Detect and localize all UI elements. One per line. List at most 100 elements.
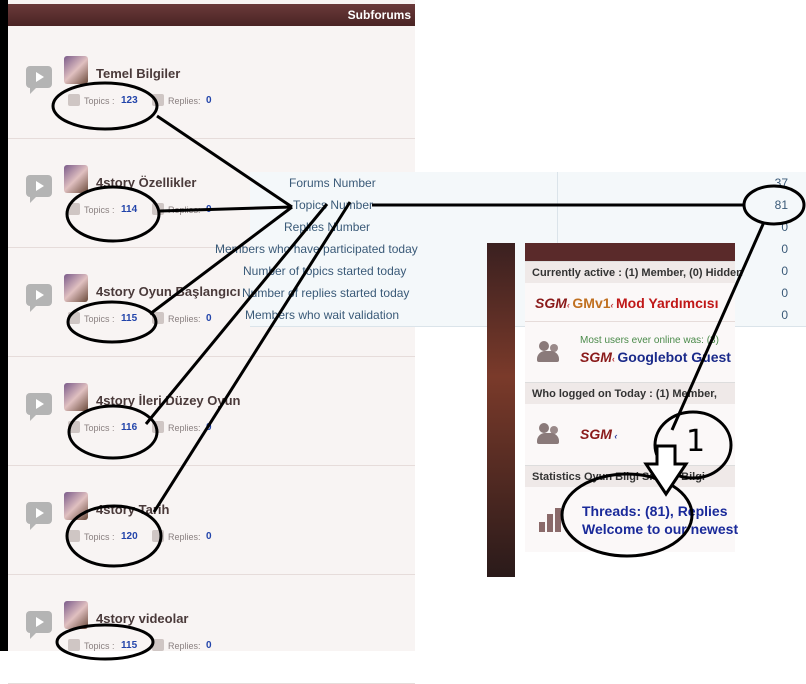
replies-label: Replies: — [168, 96, 201, 106]
who-is-online-panel: Currently active : (1) Member, (0) Hidde… — [525, 243, 743, 552]
topics-icon — [68, 530, 80, 542]
replies-count: 0 — [206, 531, 212, 542]
replies-icon — [152, 421, 164, 433]
column-divider — [557, 172, 558, 194]
replies-count: 0 — [206, 204, 212, 215]
users-icon — [537, 341, 561, 363]
replies-count: 0 — [206, 422, 212, 433]
replies-icon — [152, 312, 164, 324]
topics-count: 115 — [121, 313, 138, 324]
user-link[interactable]: SGM — [580, 426, 612, 442]
stats-label: Replies Number — [284, 220, 371, 234]
forum-row[interactable]: Temel Bilgiler Topics : 123 Replies: 0 — [8, 30, 415, 139]
welcome-newest-text: Welcome to our newest — [582, 521, 739, 537]
column-divider — [557, 194, 558, 216]
topics-label: Topics : — [84, 96, 115, 106]
topics-icon — [68, 94, 80, 106]
forum-status-icon — [26, 175, 52, 203]
user-link[interactable]: SGM — [580, 349, 612, 365]
forum-status-icon — [26, 284, 52, 312]
stats-value: 0 — [781, 264, 788, 278]
topics-count: 123 — [121, 95, 138, 106]
forum-status-icon — [26, 611, 52, 639]
stats-label: Topics Number — [293, 198, 374, 212]
most-users-text: Most users ever online was: (3) — [580, 335, 719, 346]
column-divider — [557, 216, 558, 238]
forum-avatar-icon — [64, 165, 88, 193]
forum-status-icon — [26, 393, 52, 421]
forum-title-link[interactable]: 4story Tarih — [96, 502, 170, 517]
subforums-header: Subforums — [8, 4, 415, 26]
forum-avatar-icon — [64, 601, 88, 629]
replies-label: Replies: — [168, 641, 201, 651]
forum-title-link[interactable]: Temel Bilgiler — [96, 66, 181, 81]
replies-count: 0 — [206, 640, 212, 651]
topics-label: Topics : — [84, 532, 115, 542]
divider — [525, 321, 735, 322]
stats-label: Members who have participated today — [215, 242, 418, 256]
stats-label: Number of topics started today — [243, 264, 407, 278]
users-icon — [537, 423, 561, 445]
stats-label: Members who wait validation — [245, 308, 400, 322]
window-left-border — [0, 0, 8, 651]
stats-row: Topics Number 81 — [250, 194, 806, 217]
stats-value: 81 — [774, 198, 788, 212]
forum-avatar-icon — [64, 492, 88, 520]
replies-count: 0 — [206, 95, 212, 106]
bot-link[interactable]: Googlebot Guest — [617, 349, 731, 365]
separator: ‹ — [611, 431, 618, 441]
threads-replies-text: Threads: (81), Replies — [582, 503, 728, 519]
replies-count: 0 — [206, 313, 212, 324]
stats-value: 37 — [774, 176, 788, 190]
replies-icon — [152, 94, 164, 106]
forum-avatar-icon — [64, 383, 88, 411]
replies-label: Replies: — [168, 314, 201, 324]
topics-label: Topics : — [84, 423, 115, 433]
forum-row[interactable]: 4story İleri Düzey Oyun Topics : 116 Rep… — [8, 357, 415, 466]
bots-line: SGM‹ Googlebot Guest — [580, 349, 731, 365]
forum-row[interactable]: 4story videolar Topics : 115 Replies: 0 — [8, 575, 415, 684]
forum-status-icon — [26, 502, 52, 530]
forum-avatar-icon — [64, 274, 88, 302]
statistics-icon — [539, 508, 565, 532]
topics-count: 114 — [121, 204, 138, 215]
forum-title-link[interactable]: 4story İleri Düzey Oyun — [96, 393, 241, 408]
separator: ‹ — [610, 300, 617, 310]
forum-row[interactable]: 4story Tarih Topics : 120 Replies: 0 — [8, 466, 415, 575]
topics-icon — [68, 312, 80, 324]
replies-icon — [152, 203, 164, 215]
logged-today-header: Who logged on Today : (1) Member, — [525, 382, 735, 404]
topics-label: Topics : — [84, 314, 115, 324]
online-panel-header-bar — [525, 243, 735, 263]
user-link[interactable]: SGM — [535, 295, 567, 311]
replies-label: Replies: — [168, 423, 201, 433]
user-link[interactable]: Mod Yardımcısı — [616, 295, 719, 311]
stats-value: 0 — [781, 308, 788, 322]
topics-icon — [68, 203, 80, 215]
topics-label: Topics : — [84, 205, 115, 215]
stats-value: 0 — [781, 242, 788, 256]
forum-title-link[interactable]: 4story Oyun Başlangıcı — [96, 284, 241, 299]
annotation-number: 1 — [686, 424, 706, 459]
replies-label: Replies: — [168, 532, 201, 542]
stats-value: 0 — [781, 286, 788, 300]
topics-count: 116 — [121, 422, 138, 433]
topics-count: 120 — [121, 531, 138, 542]
stats-row: Replies Number 0 — [250, 216, 806, 239]
replies-icon — [152, 530, 164, 542]
forum-status-icon — [26, 66, 52, 94]
topics-count: 115 — [121, 640, 138, 651]
topics-icon — [68, 421, 80, 433]
active-users-line: SGM‹ GMv1‹ Mod Yardımcısı — [535, 295, 718, 311]
stats-value: 0 — [781, 220, 788, 234]
forum-title-link[interactable]: 4story Özellikler — [96, 175, 197, 190]
user-link[interactable]: GMv1 — [572, 295, 611, 311]
today-user-line: SGM ‹ — [580, 426, 617, 442]
topics-icon — [68, 639, 80, 651]
replies-icon — [152, 639, 164, 651]
replies-label: Replies: — [168, 205, 201, 215]
stats-label: Forums Number — [289, 176, 376, 190]
forum-title-link[interactable]: 4story videolar — [96, 611, 189, 626]
separator: ‹ — [566, 300, 573, 310]
separator: ‹ — [611, 354, 618, 364]
